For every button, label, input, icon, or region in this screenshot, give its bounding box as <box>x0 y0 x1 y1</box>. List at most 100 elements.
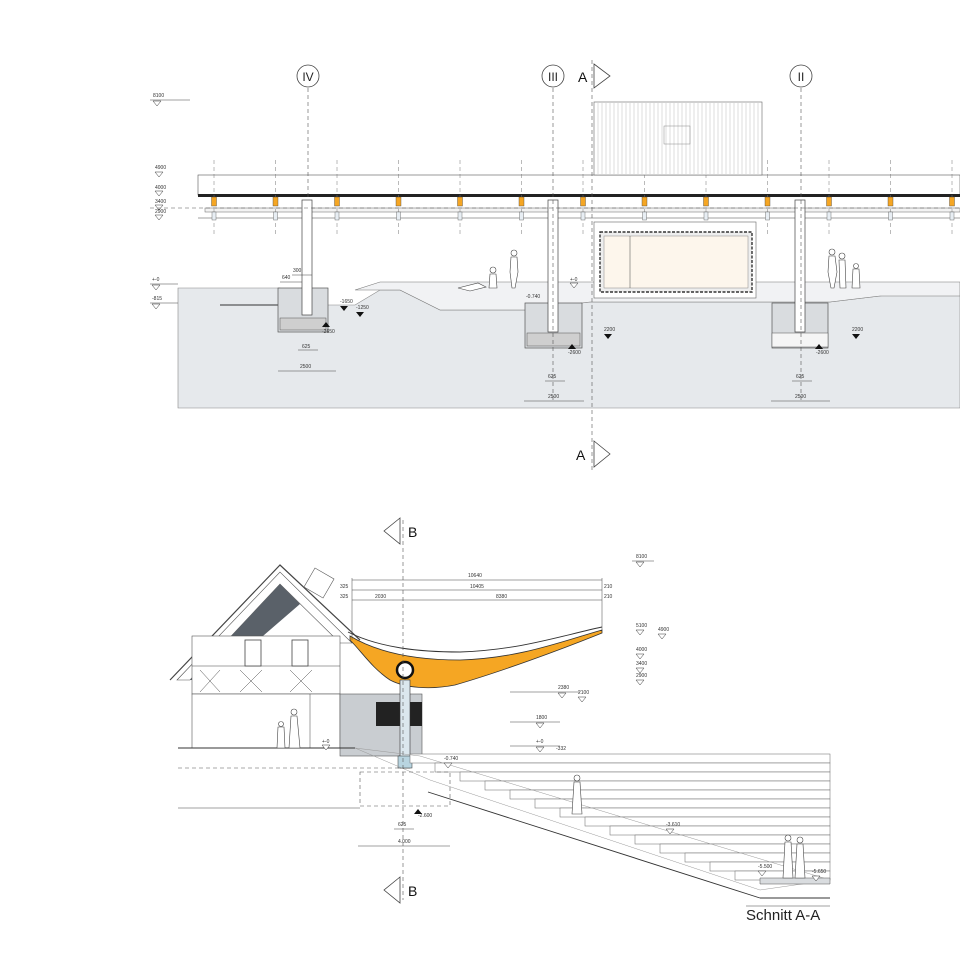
person-figure <box>571 774 583 815</box>
pavilion-interior <box>603 235 749 289</box>
joist-bracket <box>703 211 709 221</box>
barn-house <box>169 564 361 749</box>
svg-text:210: 210 <box>604 584 613 590</box>
svg-text:-2600: -2600 <box>816 350 829 356</box>
dimensions-lower-top: 10640 10405 2030 8380 325 325 210 210 <box>340 573 613 640</box>
svg-text:+-0: +-0 <box>570 277 578 283</box>
svg-text:300: 300 <box>293 268 302 274</box>
svg-text:-1250: -1250 <box>356 305 369 311</box>
joist-block <box>211 196 217 207</box>
svg-text:A: A <box>576 447 586 463</box>
dim-4000: 4.000 <box>358 839 450 847</box>
svg-text:640: 640 <box>282 275 291 281</box>
seating-step <box>434 762 831 773</box>
column-iv <box>301 199 313 316</box>
svg-text:8100: 8100 <box>636 554 647 560</box>
building-window <box>663 125 691 145</box>
joist-block <box>887 196 894 207</box>
person-figure <box>827 248 838 289</box>
seating-step <box>559 807 831 818</box>
roof-slab <box>198 194 960 197</box>
seating-step <box>409 753 831 764</box>
svg-text:4000: 4000 <box>636 647 647 653</box>
joist-block <box>764 196 771 207</box>
axis-label-ii: II <box>798 70 805 84</box>
svg-text:4900: 4900 <box>155 165 166 171</box>
svg-text:-0.740: -0.740 <box>526 294 540 300</box>
barn-skylight <box>303 567 335 599</box>
person-figure <box>488 266 498 289</box>
level-2380: 2380 <box>510 685 580 699</box>
level-5650: -5.650 <box>811 869 826 882</box>
seating-step <box>659 843 831 854</box>
level-4000: 4000 <box>154 185 166 197</box>
seating-step <box>484 780 831 791</box>
roof-joists <box>211 160 955 235</box>
joist-block <box>949 196 955 207</box>
joist-bracket <box>273 211 278 221</box>
joist-bracket <box>888 211 893 221</box>
level-4000: 4000 <box>635 647 647 660</box>
level-2900: 2900 <box>635 673 647 686</box>
svg-text:625: 625 <box>398 822 407 828</box>
foundation-iv-base <box>279 317 327 331</box>
joist-bracket <box>211 211 217 221</box>
svg-text:625: 625 <box>302 344 311 350</box>
svg-text:2500: 2500 <box>548 394 559 400</box>
seating-step <box>609 825 831 836</box>
joist-block <box>334 196 340 207</box>
svg-text:2500: 2500 <box>300 364 311 370</box>
svg-text:325: 325 <box>340 594 349 600</box>
section-marker-a-top: A <box>578 63 611 89</box>
person-figure <box>782 834 794 879</box>
level-3400: 3400 <box>635 661 647 674</box>
axis-label-iv: IV <box>302 70 313 84</box>
pavilion-box <box>593 221 757 299</box>
level-house: +-0 <box>321 739 331 751</box>
person-figure <box>288 708 301 749</box>
joist-block <box>518 196 525 207</box>
joist-bracket <box>949 211 955 221</box>
level-5500: -5.500 <box>757 864 772 877</box>
level-markers-lower: 8100 5100 4900 4000 3400 2900 2380 2100 … <box>321 554 826 882</box>
svg-text:2030: 2030 <box>375 594 386 600</box>
slope-line <box>427 791 761 899</box>
joist-bracket <box>826 211 832 221</box>
dimensions-upper: 640 300 -1650 -1250 -2650 625 2500 +-0 -… <box>278 268 863 402</box>
level-3610: -3.610 <box>665 822 680 835</box>
level-1800: 1800 <box>510 715 560 729</box>
background-building <box>593 101 763 176</box>
upper-section: IV III II A A 8100 4900 <box>150 60 960 470</box>
lower-section: B B 10640 10405 2030 8380 325 325 <box>169 517 831 924</box>
svg-text:625: 625 <box>796 374 805 380</box>
svg-text:3400: 3400 <box>155 199 166 205</box>
canopy-wing <box>349 629 603 689</box>
axis-bubble-iii: III <box>541 64 565 88</box>
svg-text:-2650: -2650 <box>322 329 335 335</box>
svg-text:4000: 4000 <box>155 185 166 191</box>
seating-step <box>584 816 831 827</box>
level-4900: 4900 <box>657 627 669 640</box>
section-marker-b-top: B <box>383 517 417 545</box>
level-2600: -2.600 <box>414 809 432 819</box>
dim-625: 625 <box>394 822 414 830</box>
joist-block <box>641 196 648 207</box>
barn-gable <box>191 635 341 695</box>
svg-text:2900: 2900 <box>636 673 647 679</box>
svg-text:2200: 2200 <box>852 327 863 333</box>
level-3400: 3400 <box>154 199 166 211</box>
svg-text:4.000: 4.000 <box>398 839 411 845</box>
roof-purlin <box>204 207 960 213</box>
joist-block <box>395 196 402 207</box>
roof-outline <box>197 174 960 196</box>
axis-bubble-ii: II <box>789 64 813 88</box>
svg-text:+-0: +-0 <box>322 739 330 745</box>
svg-text:-2600: -2600 <box>568 350 581 356</box>
level-332: -332 <box>556 746 566 752</box>
svg-text:+-0: +-0 <box>152 277 160 283</box>
svg-text:325: 325 <box>340 584 349 590</box>
svg-text:-2.600: -2.600 <box>418 813 432 819</box>
svg-text:210: 210 <box>604 594 613 600</box>
joist-block <box>826 196 832 207</box>
